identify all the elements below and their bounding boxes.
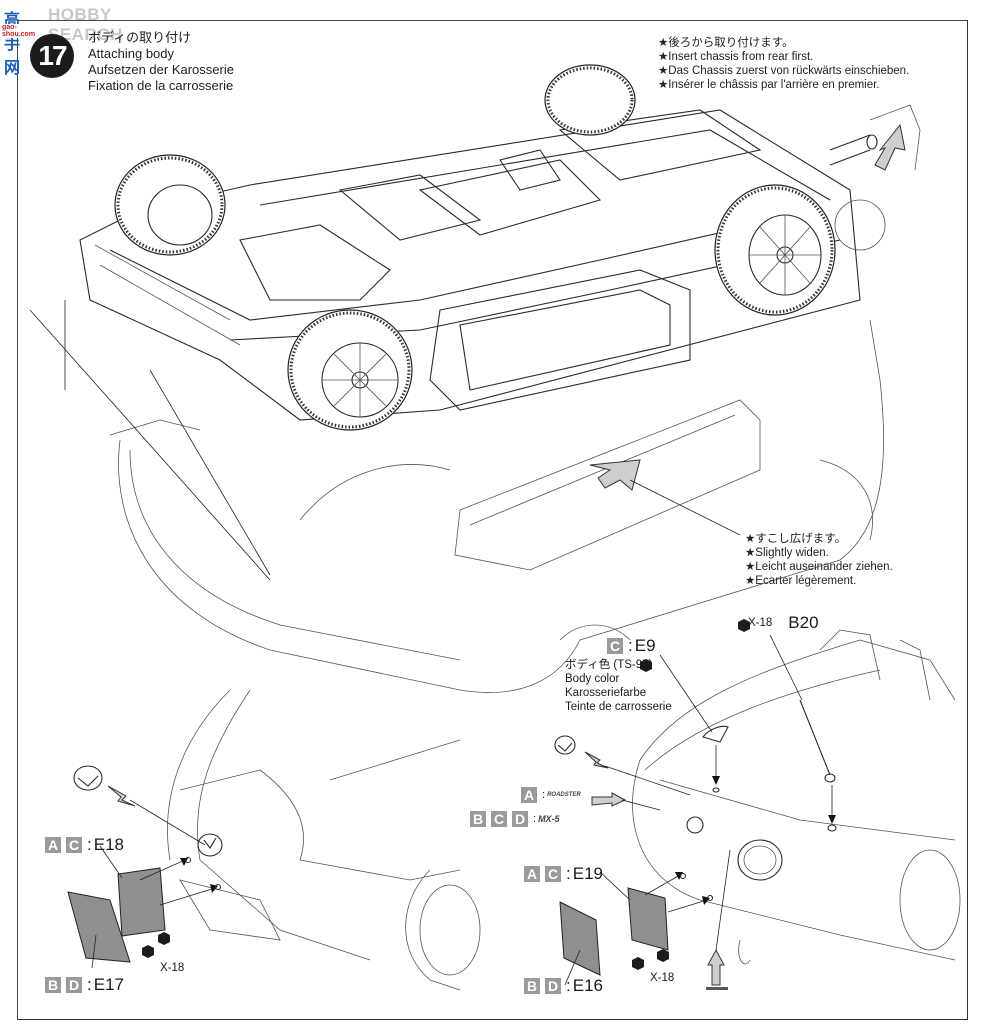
version-letter: D bbox=[545, 978, 561, 994]
note-line: ★Insert chassis from rear first. bbox=[658, 51, 814, 63]
version-letter: B bbox=[470, 811, 486, 827]
chassis-drawing bbox=[79, 64, 921, 431]
note-line: ★Ecarter légèrement. bbox=[745, 575, 857, 587]
note-insert-rear-first: ★後ろから取り付けます。 ★Insert chassis from rear f… bbox=[658, 36, 909, 92]
part-label-e16: B D : E16 bbox=[524, 977, 603, 995]
note-line: Karosseriefarbe bbox=[565, 687, 647, 699]
wheel-rear-right bbox=[714, 184, 836, 316]
paint-hex-icon bbox=[640, 659, 652, 672]
part-label-e18: A C : E18 bbox=[45, 836, 124, 854]
body-shell-drawing bbox=[29, 300, 884, 693]
part-number: E9 bbox=[634, 636, 656, 655]
widen-arrow bbox=[589, 459, 641, 491]
note-line: Body color bbox=[565, 673, 620, 685]
mazda-emblem-icon bbox=[554, 735, 576, 755]
part-number: E19 bbox=[572, 864, 603, 883]
license-plate-e16 bbox=[559, 901, 601, 976]
version-letter: C bbox=[545, 866, 561, 882]
paint-hex-icon bbox=[158, 932, 170, 945]
wheel-rear-left bbox=[544, 64, 636, 136]
front-detail-drawing bbox=[67, 689, 481, 991]
mazda-emblem-on-car bbox=[197, 833, 223, 857]
step-title-jp: ボディの取り付け bbox=[88, 30, 192, 45]
version-letter: A bbox=[45, 837, 61, 853]
version-letter: B bbox=[524, 978, 540, 994]
note-line: ★Insérer le châssis par l'arrière en pre… bbox=[658, 79, 880, 91]
wheel-front-right bbox=[287, 309, 413, 431]
note-line: ★Das Chassis zuerst von rückwärts einsch… bbox=[658, 65, 910, 77]
insert-direction-arrow bbox=[874, 123, 906, 171]
part-number: E16 bbox=[572, 976, 603, 995]
watermark-site: gao-shou.com bbox=[2, 24, 36, 38]
paint-hex-icon bbox=[657, 949, 669, 962]
step-title-fr: Fixation de la carrosserie bbox=[88, 78, 234, 93]
version-letter: D bbox=[66, 977, 82, 993]
note-line: ★Slightly widen. bbox=[745, 547, 829, 559]
license-plate-e18 bbox=[117, 867, 166, 937]
note-slightly-widen: ★すこし広げます。 ★Slightly widen. ★Leicht ausei… bbox=[745, 532, 893, 588]
decal-text: ROADSTER bbox=[547, 792, 581, 798]
wheel-front-left bbox=[114, 154, 226, 256]
mazda-emblem-icon bbox=[73, 765, 103, 791]
version-letter: D bbox=[512, 811, 528, 827]
version-letter: C bbox=[491, 811, 507, 827]
step-title-de: Aufsetzen der Karosserie bbox=[88, 62, 234, 77]
paint-code-x18-right: X-18 bbox=[650, 972, 675, 984]
paint-hex-icon bbox=[738, 619, 750, 632]
decal-label-roadster: A : ROADSTER bbox=[521, 786, 581, 804]
part-label-b20: X-18 B20 bbox=[748, 614, 819, 632]
version-letter: C bbox=[607, 638, 623, 654]
note-line: ★後ろから取り付けます。 bbox=[658, 37, 794, 49]
version-letter: C bbox=[66, 837, 82, 853]
part-number: E18 bbox=[93, 835, 124, 854]
step-number: 17 bbox=[38, 40, 67, 71]
step-title: ボディの取り付け Attaching body Aufsetzen der Ka… bbox=[88, 30, 234, 94]
license-plate-e17 bbox=[67, 891, 131, 963]
note-line: ★Leicht auseinander ziehen. bbox=[745, 561, 893, 573]
decal-label-mx5: B C D : MX-5 bbox=[470, 810, 560, 828]
note-line: ボディ色 (TS-95) bbox=[565, 659, 653, 671]
rear-detail-drawing bbox=[554, 619, 961, 990]
step-number-badge: 17 bbox=[30, 34, 74, 78]
paint-code-x18-left: X-18 bbox=[160, 962, 185, 974]
version-letter: A bbox=[524, 866, 540, 882]
page-frame bbox=[18, 20, 968, 1020]
paint-hex-icon bbox=[632, 957, 644, 970]
note-line: Teinte de carrosserie bbox=[565, 701, 672, 713]
note-line: ★すこし広げます。 bbox=[745, 533, 847, 545]
part-label-e17: B D : E17 bbox=[45, 976, 124, 994]
part-number: E17 bbox=[93, 975, 124, 994]
page-frame-left-edge bbox=[17, 20, 18, 1020]
paint-hex-icon bbox=[142, 945, 154, 958]
part-label-e9: C : E9 bbox=[607, 637, 656, 655]
body-color-note: ボディ色 (TS-95) Body color Karosseriefarbe … bbox=[565, 658, 672, 714]
part-number: B20 bbox=[788, 613, 819, 632]
decal-text: MX-5 bbox=[538, 814, 560, 824]
part-label-e19: A C : E19 bbox=[524, 865, 603, 883]
license-plate-e19 bbox=[627, 887, 669, 951]
version-letter: A bbox=[521, 787, 537, 803]
paint-code: X-18 bbox=[748, 617, 773, 629]
version-letter: B bbox=[45, 977, 61, 993]
step-title-en: Attaching body bbox=[88, 46, 175, 61]
